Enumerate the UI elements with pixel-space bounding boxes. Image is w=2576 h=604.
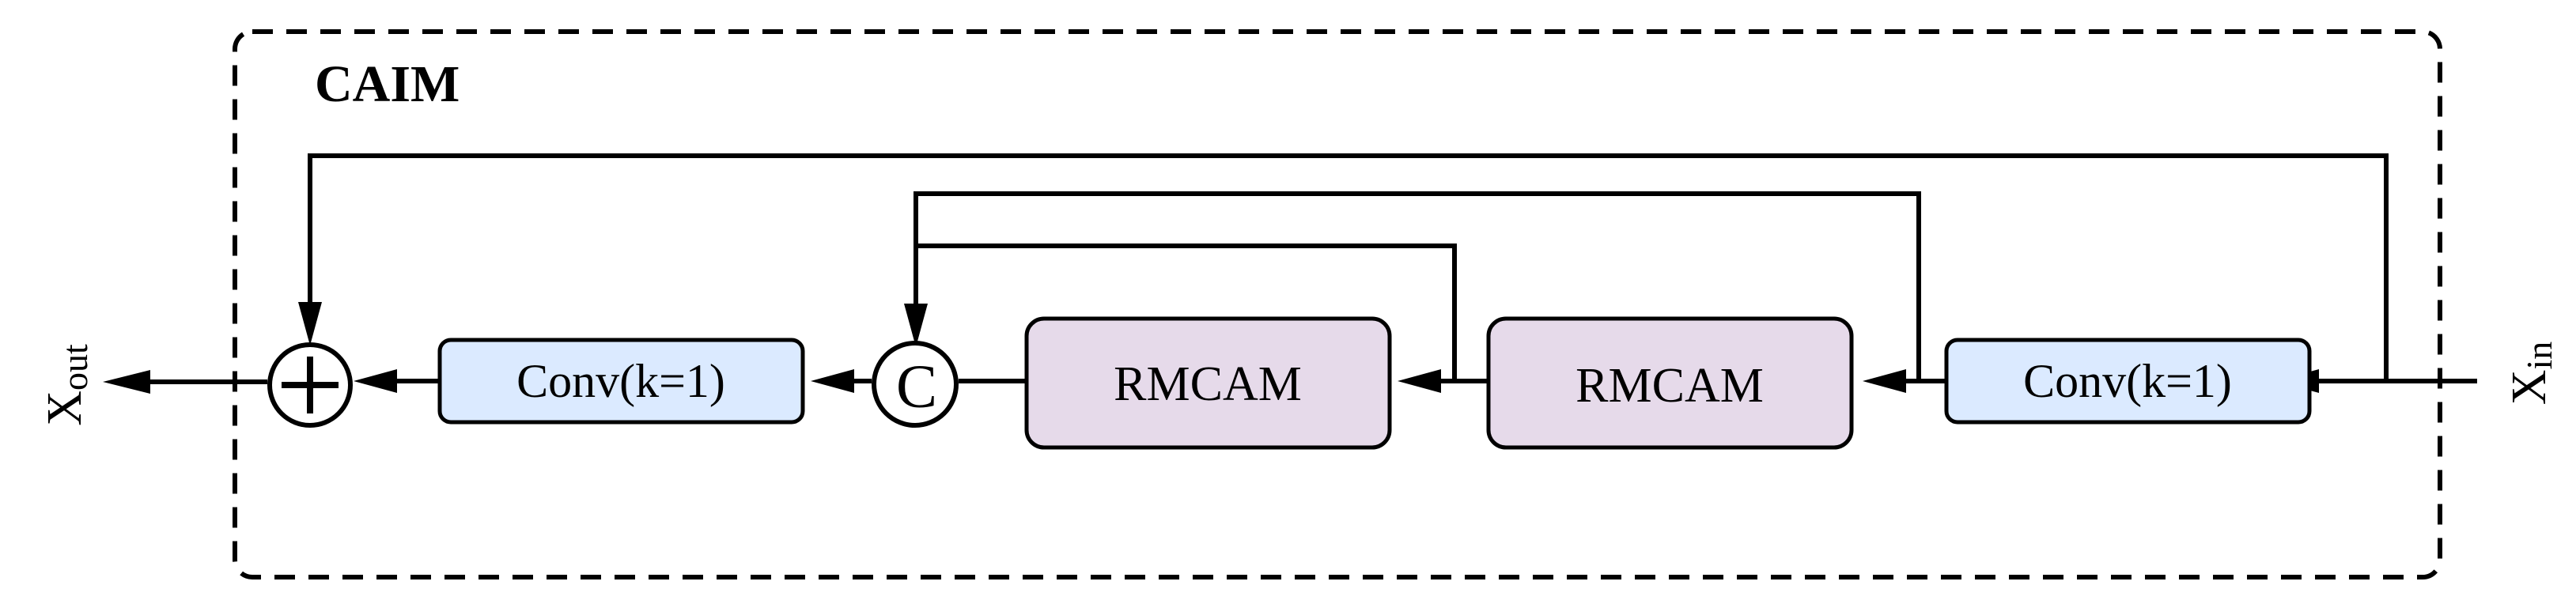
output-label-base: X <box>38 391 92 426</box>
output-arrow <box>103 370 267 394</box>
input-label: Xin <box>2502 342 2559 406</box>
input-label-base: X <box>2502 370 2556 406</box>
rmcam-block-2: RMCAM <box>1024 316 1392 450</box>
conv-in-skip-to-concat <box>914 191 1921 381</box>
arrow-conv-to-rmcam-1 <box>1863 369 1946 393</box>
rmcam-block-2-label: RMCAM <box>1114 357 1302 411</box>
caim-module-frame <box>233 29 2442 579</box>
output-label-sub: out <box>55 344 95 391</box>
module-title: CAIM <box>315 55 460 113</box>
arrow-concat-to-conv-out <box>811 369 872 393</box>
rmcam-block-1-label: RMCAM <box>1575 359 1764 413</box>
global-skip-connection <box>298 153 2389 381</box>
arrow-conv-out-to-plus <box>354 369 440 393</box>
rmcam-skip-to-concat <box>904 243 1457 381</box>
conv-block-output-label: Conv(k=1) <box>516 355 725 407</box>
input-label-sub: in <box>2519 342 2559 370</box>
arrow-rmcam-1-to-rmcam-2 <box>1398 369 1488 393</box>
plus-operator <box>267 342 353 428</box>
concat-symbol: C <box>896 352 937 421</box>
conv-block-input-label: Conv(k=1) <box>2023 355 2232 407</box>
output-label: Xout <box>38 344 95 426</box>
rmcam-block-1: RMCAM <box>1486 316 1854 450</box>
conv-block-output: Conv(k=1) <box>437 338 805 425</box>
concat-operator: C <box>872 341 959 428</box>
conv-block-input: Conv(k=1) <box>1944 338 2312 425</box>
